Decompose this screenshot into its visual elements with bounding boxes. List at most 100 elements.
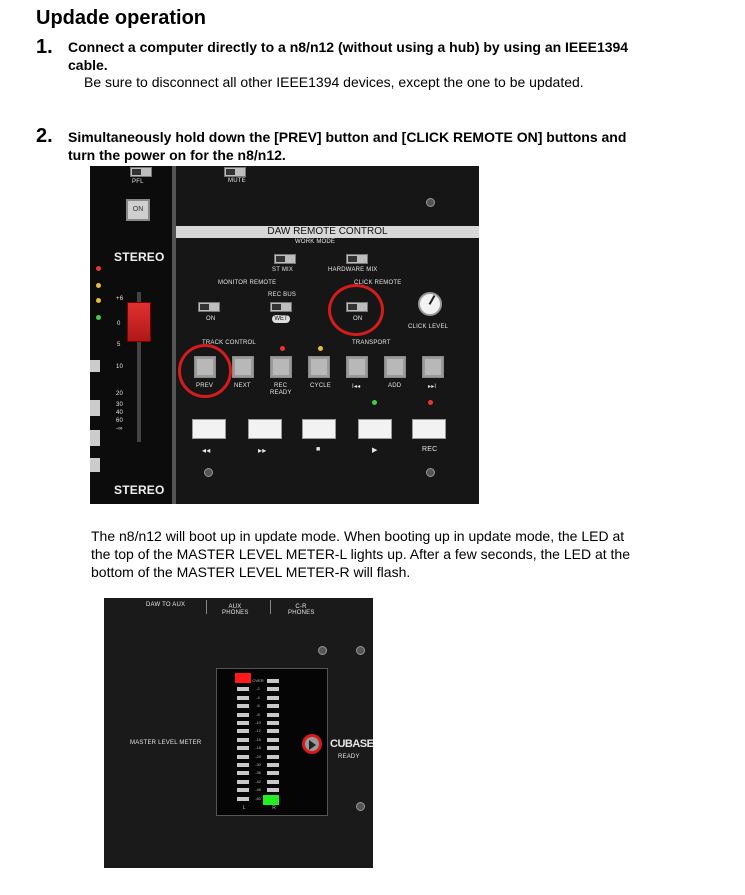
to-end-button xyxy=(422,356,444,378)
meter-r-segment xyxy=(267,763,279,767)
monitor-remote-switch xyxy=(198,302,220,312)
boot-text-line1: The n8/n12 will boot up in update mode. … xyxy=(91,528,625,544)
cr-phones-label: C-R PHONES xyxy=(288,604,315,616)
panel-screw xyxy=(426,198,435,207)
meter-l-segment xyxy=(237,763,249,767)
track-control-label: TRACK CONTROL xyxy=(202,340,256,346)
stereo-label-top: STEREO xyxy=(114,250,165,264)
step-1-number: 1. xyxy=(36,36,53,58)
fader-scale-mark: 20 xyxy=(116,391,124,397)
play-label: ▶ xyxy=(372,447,378,454)
st-mix-label: ST MIX xyxy=(272,267,294,273)
meter-r-segment xyxy=(267,746,279,751)
side-button xyxy=(90,400,100,416)
pfl-label: PFL xyxy=(132,179,144,185)
meter-l-segment xyxy=(235,673,251,683)
fader-scale-mark: 5 xyxy=(117,342,121,348)
prev-highlight-ring xyxy=(178,344,232,398)
work-mode-label: WORK MODE xyxy=(295,239,336,245)
meter-l-segment xyxy=(237,695,249,700)
meter-scale-label: -15 xyxy=(255,736,261,742)
meter-l-segment xyxy=(237,729,249,734)
fader-scale-mark: 0 xyxy=(117,321,121,327)
meter-r-segment xyxy=(267,721,279,725)
step-1-text-line1: Connect a computer directly to a n8/n12 … xyxy=(68,39,629,55)
fast-forward-button xyxy=(248,419,282,439)
rewind-button xyxy=(192,419,226,439)
cubase-label: CUBASE xyxy=(330,738,373,750)
meter-r-segment xyxy=(267,771,279,776)
hardware-mix-label: HARDWARE MIX xyxy=(328,267,378,273)
rec-ready-label-1: REC xyxy=(274,383,288,389)
monitor-remote-label: MONITOR REMOTE xyxy=(218,280,277,286)
meter-r-segment xyxy=(267,712,279,717)
meter-scale-label: -6 xyxy=(256,703,260,709)
cubase-ready-arrow-icon xyxy=(309,740,316,750)
meter-r-segment xyxy=(267,737,279,742)
rec-bus-label: REC BUS xyxy=(268,292,297,298)
meter-l-segment xyxy=(237,796,249,801)
stereo-label-bottom: STEREO xyxy=(114,483,165,497)
play-button xyxy=(358,419,392,439)
panel-screw xyxy=(356,646,365,655)
mute-switch xyxy=(224,167,246,177)
meter-scale-label: -48 xyxy=(255,787,261,793)
rec-ready-led xyxy=(280,346,285,351)
rec-ready-button xyxy=(270,356,292,378)
side-button xyxy=(90,430,100,446)
fader-scale-mark: +6 xyxy=(116,296,124,302)
step-2-text-line2: turn the power on for the n8/n12. xyxy=(68,147,286,163)
stop-label: ■ xyxy=(316,446,321,453)
panel-screw xyxy=(204,468,213,477)
monitor-on-label: ON xyxy=(206,316,216,322)
click-remote-label: CLICK REMOTE xyxy=(354,280,402,286)
cycle-led xyxy=(318,346,323,351)
meter-scale-label: -12 xyxy=(255,728,261,734)
meter-l-segment xyxy=(237,721,249,725)
panel-screw xyxy=(426,468,435,477)
mute-label: MUTE xyxy=(228,178,246,184)
meter-r-segment xyxy=(267,729,279,734)
meter-scale-label: -42 xyxy=(255,778,261,784)
meter-r-label: R xyxy=(272,805,276,811)
meter-r-segment xyxy=(267,695,279,700)
rec-bus-switch xyxy=(270,302,292,312)
meter-r-segment xyxy=(267,679,279,683)
side-led xyxy=(96,283,101,288)
meter-scale-label: -18 xyxy=(255,745,261,751)
meter-r-segment xyxy=(267,687,279,692)
to-end-label: ▸▸I xyxy=(428,384,437,390)
daw-to-aux-label: DAW TO AUX xyxy=(146,602,186,608)
step-1-note: Be sure to disconnect all other IEEE1394… xyxy=(84,74,584,90)
master-level-meter-label: MASTER LEVEL METER xyxy=(130,740,202,746)
meter-l-label: L xyxy=(242,805,246,811)
cycle-label: CYCLE xyxy=(310,383,332,389)
pfl-switch xyxy=(130,167,152,177)
click-level-knob xyxy=(418,292,442,316)
wet-label: WET xyxy=(272,315,290,323)
divider xyxy=(206,600,207,614)
fader-scale-mark: 40 xyxy=(116,410,124,416)
to-start-button xyxy=(346,356,368,378)
side-led xyxy=(96,266,101,271)
to-start-label: I◂◂ xyxy=(352,384,361,390)
page-title: Updade operation xyxy=(36,7,207,29)
fader-scale-mark: -∞ xyxy=(116,426,123,432)
stereo-fader-knob xyxy=(127,302,151,342)
meter-l-segment xyxy=(237,754,249,759)
add-label: ADD xyxy=(388,383,402,389)
click-remote-on-highlight-ring xyxy=(328,284,384,336)
transport-label: TRANSPORT xyxy=(352,340,391,346)
daw-remote-control-photo: PFL ON MUTE STEREO STEREO +6 0 5 10 20 3… xyxy=(90,166,479,504)
rec-label: REC xyxy=(422,446,438,453)
next-label: NEXT xyxy=(234,383,251,389)
meter-l-segment xyxy=(237,779,249,784)
click-level-label: CLICK LEVEL xyxy=(408,324,449,330)
side-led xyxy=(96,315,101,320)
master-level-meter-photo: DAW TO AUX AUX PHONES C-R PHONES MASTER … xyxy=(104,598,373,868)
step-2-text-line1: Simultaneously hold down the [PREV] butt… xyxy=(68,129,627,145)
aux-phones-label: AUX PHONES xyxy=(222,604,249,616)
next-button xyxy=(232,356,254,378)
meter-r-segment xyxy=(267,788,279,793)
meter-r-segment xyxy=(267,704,279,709)
